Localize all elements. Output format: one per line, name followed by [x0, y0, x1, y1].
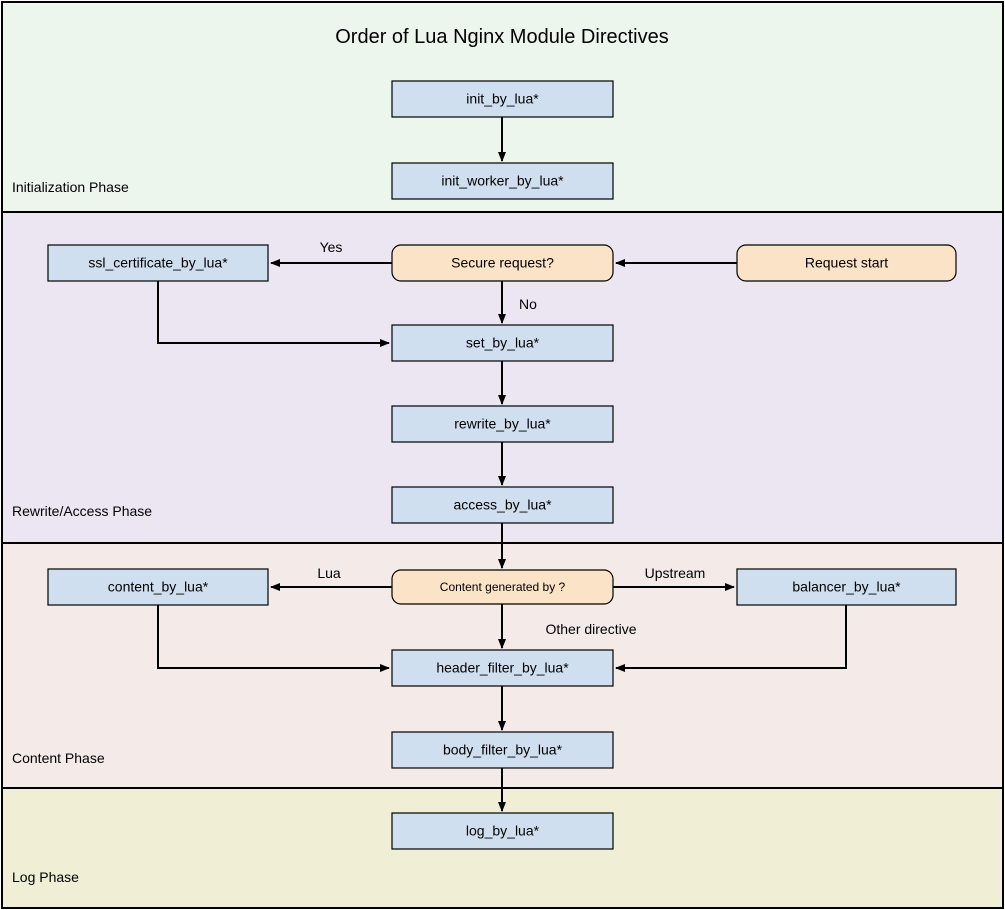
flow-node-label-access_by_lua: access_by_lua*: [453, 497, 552, 513]
page-title: Order of Lua Nginx Module Directives: [335, 26, 668, 48]
flow-node-rect-init_by_lua[interactable]: [391, 80, 614, 118]
flow-node-rect-init_worker_by_lua[interactable]: [391, 162, 614, 200]
flow-edge-content-to-header: [157, 605, 390, 672]
phase-band-label-initialization: Initialization Phase: [12, 179, 129, 195]
flow-node-label-body_filter_by_lua: body_filter_by_lua*: [443, 742, 563, 758]
flow-node-label-init_by_lua: init_by_lua*: [466, 91, 539, 107]
flow-node-rect-set_by_lua[interactable]: [391, 324, 614, 362]
flow-node-init_worker_by_lua[interactable]: init_worker_by_lua*: [391, 162, 614, 200]
flow-node-label-balancer_by_lua: balancer_by_lua*: [792, 579, 901, 595]
flow-edge-secure-yes-to-ssl: Yes: [270, 239, 392, 267]
edge-label-contentq-other-to-header: Other directive: [545, 621, 636, 637]
flow-node-balancer_by_lua[interactable]: balancer_by_lua*: [736, 568, 957, 606]
flow-edge-contentq-other-to-header: Other directive: [498, 604, 637, 649]
edge-path-ssl-to-set: [157, 281, 390, 347]
phase-band-label-rewrite-access: Rewrite/Access Phase: [12, 503, 152, 519]
flow-node-rect-secure_request[interactable]: [391, 244, 614, 282]
flow-node-rect-balancer_by_lua[interactable]: [736, 568, 957, 606]
diagram-labels: Order of Lua Nginx Module Directives: [335, 26, 668, 48]
flow-node-secure_request[interactable]: Secure request?: [391, 244, 614, 282]
flow-node-rect-header_filter_by_lua[interactable]: [391, 649, 614, 687]
flow-node-init_by_lua[interactable]: init_by_lua*: [391, 80, 614, 118]
flow-node-label-header_filter_by_lua: header_filter_by_lua*: [436, 660, 569, 676]
edge-path-content-to-header: [157, 605, 390, 672]
flow-nodes: init_by_lua* init_worker_by_lua* Request s…: [47, 80, 957, 850]
flow-node-content_by_lua[interactable]: content_by_lua*: [47, 568, 269, 606]
flow-node-access_by_lua[interactable]: access_by_lua*: [391, 486, 614, 524]
flow-node-label-set_by_lua: set_by_lua*: [466, 335, 540, 351]
flow-node-label-content_generated_by: Content generated by ?: [440, 580, 566, 594]
flow-node-label-content_by_lua: content_by_lua*: [108, 579, 209, 595]
flow-node-label-ssl_certificate_by_lua: ssl_certificate_by_lua*: [88, 255, 228, 271]
flow-edge-ssl-to-set: [157, 281, 390, 347]
flow-edge-balancer-to-header: [615, 605, 847, 672]
flow-node-content_generated_by[interactable]: Content generated by ?: [391, 569, 614, 605]
edge-label-secure-no-to-set: No: [519, 296, 537, 312]
phase-band-label-log: Log Phase: [12, 869, 79, 885]
flow-node-label-log_by_lua: log_by_lua*: [466, 823, 540, 839]
flow-node-rect-log_by_lua[interactable]: [391, 812, 614, 850]
flow-node-set_by_lua[interactable]: set_by_lua*: [391, 324, 614, 362]
flow-node-rect-request_start[interactable]: [736, 244, 957, 282]
edge-path-balancer-to-header: [615, 605, 847, 672]
flow-node-rect-access_by_lua[interactable]: [391, 486, 614, 524]
flow-node-rewrite_by_lua[interactable]: rewrite_by_lua*: [391, 405, 614, 443]
edge-label-contentq-upstream-to-balancer: Upstream: [645, 565, 706, 581]
flow-edge-secure-no-to-set: No: [498, 281, 537, 324]
flow-edge-contentq-lua-to-content: Lua: [270, 565, 392, 591]
flow-node-label-rewrite_by_lua: rewrite_by_lua*: [454, 416, 551, 432]
flow-edge-contentq-upstream-to-balancer: Upstream: [613, 565, 735, 591]
flow-node-body_filter_by_lua[interactable]: body_filter_by_lua*: [391, 731, 614, 769]
edge-label-contentq-lua-to-content: Lua: [317, 565, 341, 581]
flow-node-ssl_certificate_by_lua[interactable]: ssl_certificate_by_lua*: [47, 244, 269, 282]
flow-node-request_start[interactable]: Request start: [736, 244, 957, 282]
flow-node-rect-content_by_lua[interactable]: [47, 568, 269, 606]
flow-node-rect-body_filter_by_lua[interactable]: [391, 731, 614, 769]
flow-node-label-request_start: Request start: [805, 255, 888, 271]
flow-node-rect-content_generated_by[interactable]: [391, 569, 614, 605]
flow-node-label-secure_request: Secure request?: [451, 255, 554, 271]
flow-node-log_by_lua[interactable]: log_by_lua*: [391, 812, 614, 850]
flow-node-rect-ssl_certificate_by_lua[interactable]: [47, 244, 269, 282]
phase-band-label-content: Content Phase: [12, 750, 105, 766]
flow-node-rect-rewrite_by_lua[interactable]: [391, 405, 614, 443]
edge-label-secure-yes-to-ssl: Yes: [320, 239, 343, 255]
flow-node-label-init_worker_by_lua: init_worker_by_lua*: [441, 173, 564, 189]
flow-node-header_filter_by_lua[interactable]: header_filter_by_lua*: [391, 649, 614, 687]
